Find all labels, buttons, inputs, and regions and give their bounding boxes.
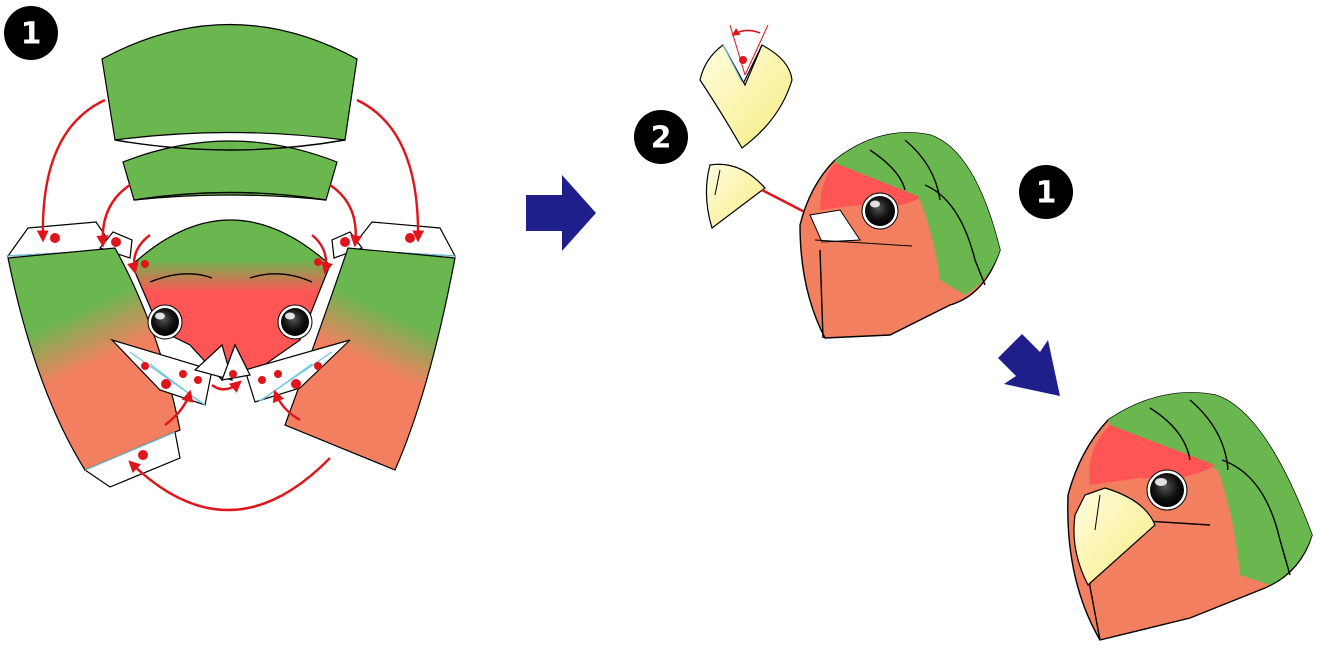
step-1-badge: 1 <box>4 6 58 60</box>
step-2-label: 2 <box>651 121 672 156</box>
right-eye-icon <box>278 305 312 339</box>
step-1-badge-repeat: 1 <box>1019 165 1073 219</box>
crown-piece-top <box>102 25 357 141</box>
head-eye-icon <box>862 193 898 229</box>
final-eye-icon <box>1147 470 1187 510</box>
unfolded-head-pattern <box>8 25 455 511</box>
step-1-label: 1 <box>21 17 42 52</box>
process-arrow-icon <box>526 175 596 251</box>
lower-beak-piece <box>706 164 765 228</box>
assembled-head-step1 <box>800 133 1000 338</box>
process-arrow-diagonal-icon <box>998 334 1060 396</box>
step-2-badge: 2 <box>634 110 688 164</box>
final-bird-head <box>1068 393 1312 640</box>
left-eye-icon <box>148 305 182 339</box>
step-1b-label: 1 <box>1036 176 1057 211</box>
